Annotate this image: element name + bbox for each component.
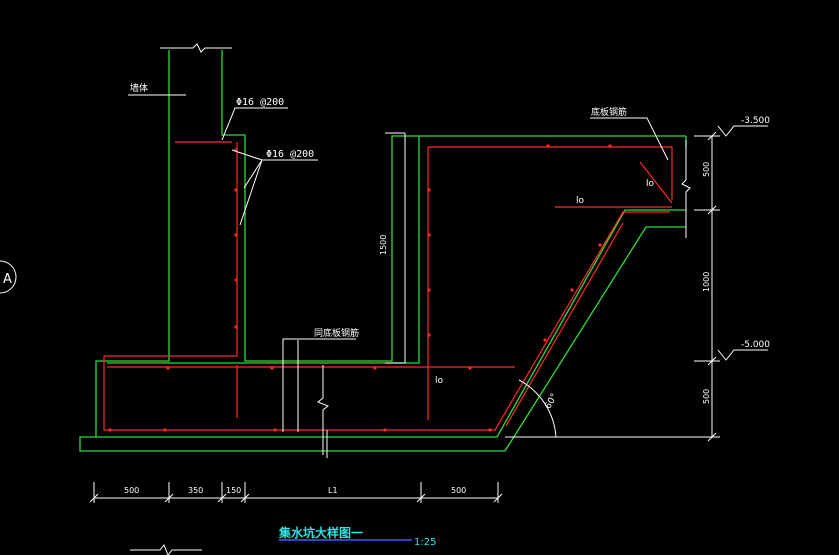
bottom-rebar-label: 底板钢筋 xyxy=(591,106,627,118)
leader-bottom-rebar xyxy=(590,117,669,161)
rebar-side-label: Φ16 @200 xyxy=(266,149,314,160)
leaders xyxy=(128,43,710,458)
title-block: 集水坑大样图一 1:25 xyxy=(278,525,436,548)
drawing-scale: 1:25 xyxy=(414,537,436,548)
rebar-lines xyxy=(103,141,673,431)
right-dim-1: 500 xyxy=(702,162,711,177)
break-line-slab xyxy=(317,365,329,455)
right-dimension xyxy=(694,125,768,442)
axis-marker: A xyxy=(0,260,17,294)
elevation-marker-bottom xyxy=(717,349,768,361)
elevation-top-label: -3.500 xyxy=(741,116,770,126)
break-line-bottom xyxy=(130,544,202,555)
leader-rebar-side-3 xyxy=(243,159,263,189)
lo-label-1: lo xyxy=(576,196,585,206)
leader-same-bottom-rebar xyxy=(282,338,356,432)
elevation-bottom-label: -5.000 xyxy=(741,340,770,350)
leader-rebar-top xyxy=(221,107,288,141)
rebar-left-wall-bottom xyxy=(103,142,670,431)
concrete-outline xyxy=(79,50,687,452)
slope-outline xyxy=(496,209,686,438)
angle-label: 60° xyxy=(543,392,560,411)
rebar-top-label: Φ16 @200 xyxy=(236,97,284,108)
break-line-right xyxy=(681,140,691,238)
rebar-dots xyxy=(108,144,612,432)
left-wall-outline xyxy=(79,50,686,452)
lo-label-3: lo xyxy=(435,376,444,386)
bottom-dim-2: 350 xyxy=(188,486,203,495)
lo-label-2: lo xyxy=(646,179,655,189)
drawing-title: 集水坑大样图一 xyxy=(278,525,363,540)
text-labels: 墙体 Φ16 @200 Φ16 @200 底板钢筋 同底板钢筋 lo lo lo… xyxy=(124,82,770,495)
bottom-dim-1: 500 xyxy=(124,486,139,495)
bottom-dim-3: 150 xyxy=(226,486,241,495)
right-dim-2: 1000 xyxy=(702,272,711,292)
angle-arc xyxy=(518,379,557,438)
axis-marker-label: A xyxy=(3,272,12,287)
bottom-dim-5: 500 xyxy=(451,486,466,495)
right-dim-3: 500 xyxy=(702,389,711,404)
bottom-dim-4: L1 xyxy=(328,486,338,495)
same-bottom-rebar-label: 同底板钢筋 xyxy=(314,327,359,339)
bottom-dimension xyxy=(89,482,503,555)
break-line-top xyxy=(160,43,232,53)
pit-inner-outline xyxy=(107,136,420,364)
leader-rebar-side-2 xyxy=(239,159,263,226)
depth-dimension-label: 1500 xyxy=(379,235,388,255)
rebar-slope xyxy=(505,222,624,427)
wall-label: 墙体 xyxy=(130,82,148,94)
left-wall-inner-outline xyxy=(221,50,686,362)
elevation-marker-top xyxy=(717,125,768,137)
rebar-lap-diagonal xyxy=(639,161,673,204)
rebar-pit-top xyxy=(428,146,673,200)
